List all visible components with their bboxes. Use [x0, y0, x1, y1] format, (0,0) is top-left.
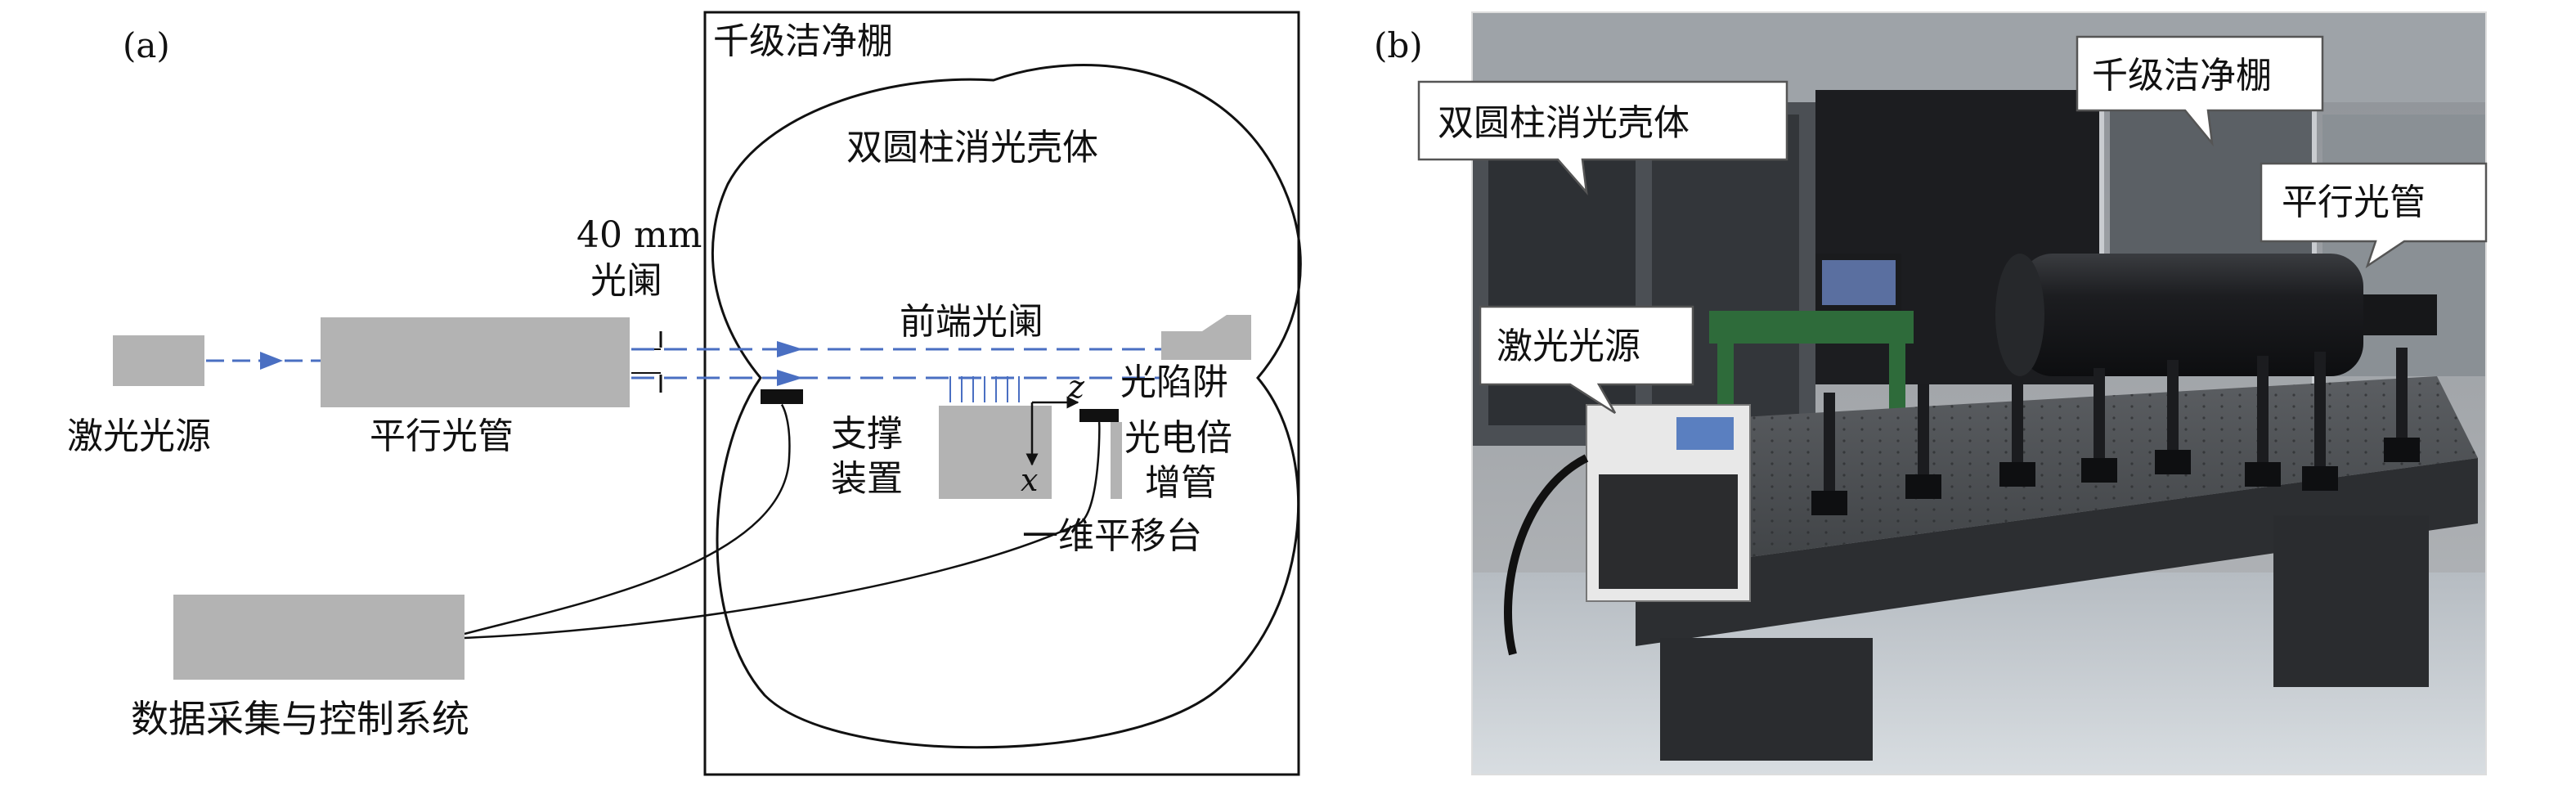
aperture-label: 光阑 [590, 260, 662, 302]
light-trap-shape [1161, 315, 1251, 360]
collimator-label: 平行光管 [370, 415, 514, 457]
daq-cable-2 [464, 421, 1101, 640]
callout-laser-source: 激光光源 [1479, 305, 1694, 415]
callout-clean-shed-label: 千级洁净棚 [2092, 55, 2272, 97]
callout-collimator-label: 平行光管 [2282, 182, 2426, 223]
front-aperture-plate [761, 389, 803, 404]
callout-collimator: 平行光管 [2260, 162, 2488, 269]
laser-beam-arrow [260, 352, 283, 370]
callout-laser-source-label: 激光光源 [1497, 326, 1640, 367]
axis-x-label: x [1021, 462, 1038, 498]
scatter-lines [949, 376, 1020, 402]
light-trap-label: 光陷阱 [1120, 362, 1228, 403]
callout-shell: 双圆柱消光壳体 [1417, 80, 1788, 195]
front-aperture-label: 前端光阑 [900, 301, 1043, 343]
support-label-line2: 装置 [831, 458, 903, 500]
panel-a-label: (a) [123, 25, 170, 65]
daq-block [173, 595, 464, 680]
callout-clean-shed: 千级洁净棚 [2076, 35, 2324, 147]
daq-label: 数据采集与控制系统 [131, 697, 469, 741]
shell-label: 双圆柱消光壳体 [846, 127, 1098, 168]
axis-z-label: z [1067, 369, 1085, 405]
collimator-block [321, 317, 630, 407]
callout-shell-label: 双圆柱消光壳体 [1438, 102, 1690, 144]
clean-shed-frame [703, 11, 1300, 776]
support-label-line1: 支撑 [831, 413, 903, 455]
laser-source-block [113, 335, 204, 386]
pmt-label-line2: 增管 [1145, 462, 1217, 504]
panel-a: (a) 千级洁净棚 双圆柱消光壳体 激光光源 平行光管 40 mm 光阑 前端光… [67, 11, 1302, 776]
panel-b: (b) [1374, 11, 2488, 775]
beam-lower-arrow [777, 370, 803, 386]
laser-source-label: 激光光源 [67, 415, 211, 457]
panel-b-label: (b) [1374, 25, 1423, 65]
aperture-size-label: 40 mm [577, 214, 702, 256]
clean-shed-label: 千级洁净棚 [713, 20, 893, 62]
translation-stage-post [1111, 422, 1122, 499]
shell-outline [711, 64, 1302, 749]
lab-photo [1471, 11, 2487, 775]
pmt-label-line1: 光电倍 [1124, 417, 1232, 459]
pmt-plate [1079, 409, 1119, 422]
daq-cable-1 [464, 402, 791, 636]
beam-upper-arrow [777, 341, 803, 357]
